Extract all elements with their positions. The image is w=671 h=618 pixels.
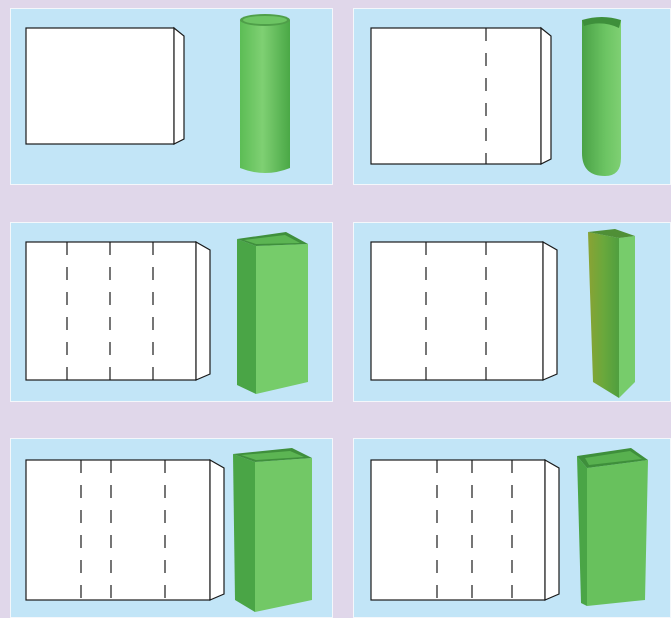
panel-1-drawing [10, 8, 333, 185]
panel-3-drawing [10, 222, 333, 402]
green-rectangular-prism-icon [233, 448, 312, 612]
glue-tab [543, 242, 557, 380]
panel-3 [10, 222, 333, 402]
green-cylinder-icon [240, 14, 290, 173]
panel-6 [353, 438, 671, 618]
sheet-body [371, 460, 545, 600]
sheet-body [371, 28, 541, 164]
paper-sheet [371, 460, 559, 600]
panel-4 [353, 222, 671, 402]
paper-sheet [26, 28, 184, 144]
glue-tab [545, 460, 559, 600]
green-triangular-prism-icon [588, 229, 635, 398]
glue-tab [196, 242, 210, 380]
paper-sheet [371, 28, 551, 164]
glue-tab [174, 28, 184, 144]
glue-tab [210, 460, 224, 600]
panel-4-drawing [353, 222, 671, 402]
green-half-cylinder-icon [582, 17, 621, 176]
panel-6-drawing [353, 438, 671, 618]
green-trapezoidal-prism-icon [577, 448, 648, 606]
panel-2 [353, 8, 671, 185]
sheet-body [371, 242, 543, 380]
panel-2-drawing [353, 8, 671, 185]
sheet-body [26, 242, 196, 380]
sheet-body [26, 28, 174, 144]
panel-1 [10, 8, 333, 185]
panel-5-drawing [10, 438, 333, 618]
paper-sheet [26, 460, 224, 600]
paper-sheet [26, 242, 210, 380]
green-square-prism-icon [237, 232, 308, 394]
panel-5 [10, 438, 333, 618]
sheet-body [26, 460, 210, 600]
glue-tab [541, 28, 551, 164]
paper-sheet [371, 242, 557, 380]
